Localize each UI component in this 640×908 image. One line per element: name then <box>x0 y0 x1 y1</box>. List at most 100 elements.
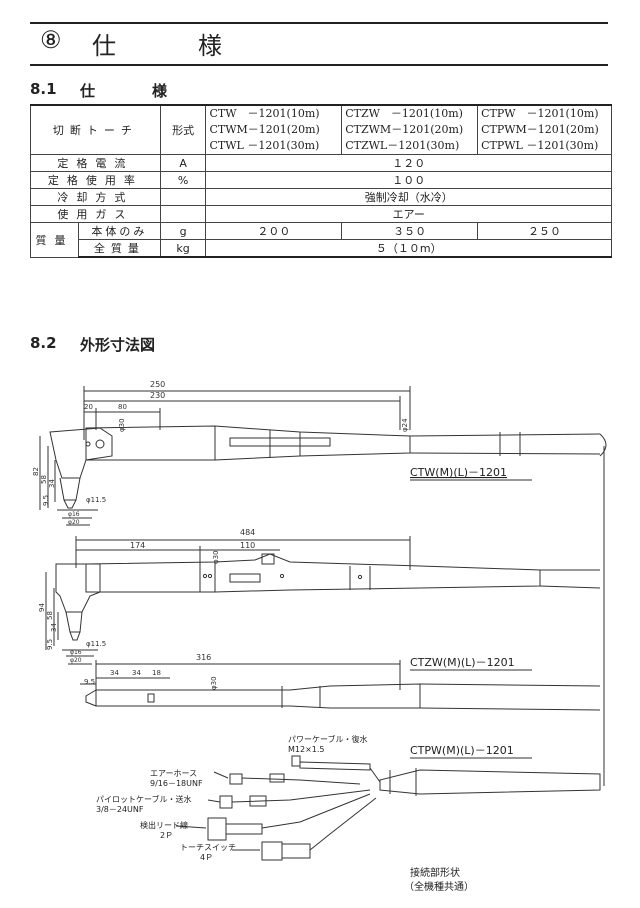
table-row: 定格電流 A １２０ <box>30 154 612 172</box>
chapter-title-char-2: 様 <box>198 32 222 60</box>
ctw-dim-250: 250 <box>150 380 165 389</box>
model-name: CTZWM－1201(20m) <box>345 123 464 136</box>
ctpw-torch <box>80 660 601 711</box>
table-row: 使用ガス エアー <box>30 205 612 223</box>
table-row-models: 切断トーチ 形式 CTW －1201(10m) CTWM－1201(20m) C… <box>30 104 612 155</box>
ctw-dim-phi20: φ20 <box>68 519 80 526</box>
table-row: 冷却方式 強制冷却（水冷） <box>30 188 612 206</box>
ctw-dim-phi30: φ30 <box>118 418 126 432</box>
ctpw-dim-316: 316 <box>196 653 211 662</box>
row-unit <box>159 205 207 223</box>
table-row: 質量 本体のみ g ２００ ３５０ ２５０ <box>30 222 612 258</box>
ctw-dim-9-5: 9.5 <box>42 495 50 506</box>
mass-total-unit: kg <box>159 239 207 258</box>
ctpw-dim-phi30: φ30 <box>210 676 218 690</box>
dimension-drawing: 250 230 20 80 φ30 φ24 82 58 34 9.5 φ11.5… <box>32 380 607 893</box>
section-number: 8.1 <box>30 80 57 98</box>
mass-total-label: 全質量 <box>77 239 161 258</box>
chapter-heading: ⑧ 仕 様 <box>30 22 608 66</box>
row-value: エアー <box>205 205 612 223</box>
mass-body-value: ２５０ <box>477 222 612 240</box>
label-pilot-cable-thread: 3/8－24UNF <box>96 805 144 814</box>
ctw-dim-58: 58 <box>40 475 48 484</box>
label-detect-lead-pins: 2Ｐ <box>160 831 173 840</box>
ctzw-dim-phi11-5: φ11.5 <box>86 640 106 648</box>
ctzw-dim-174: 174 <box>130 541 145 550</box>
row-value: 強制冷却（水冷） <box>205 188 612 206</box>
model-name: CTZWL－1201(30m) <box>345 139 460 152</box>
model-name: CTWM－1201(20m) <box>209 123 320 136</box>
ctw-dim-82: 82 <box>32 467 40 476</box>
row-label: 定格電流 <box>30 154 161 172</box>
ctw-model-label: CTW(M)(L)－1201 <box>410 466 507 479</box>
ctw-dim-34: 34 <box>48 479 56 488</box>
model-name: CTPWM－1201(20m) <box>481 123 599 136</box>
ctw-dim-80: 80 <box>118 403 127 411</box>
model-name: CTPWL －1201(30m) <box>481 139 599 152</box>
ctpw-model-label: CTPW(M)(L)－1201 <box>410 744 514 757</box>
section-title-char-1: 仕 <box>80 82 96 100</box>
model-cell-ctpw: CTPW －1201(10m) CTPWM－1201(20m) CTPWL －1… <box>477 104 612 155</box>
section-title: 外形寸法図 <box>80 336 156 354</box>
ctzw-dim-484: 484 <box>240 528 255 537</box>
mass-body-value: ２００ <box>205 222 343 240</box>
ctzw-dim-phi30: φ30 <box>212 550 220 564</box>
mass-total-value: ５（１０m） <box>205 239 612 258</box>
label-torch-switch: トーチスイッチ <box>180 843 236 852</box>
ctw-dim-phi24: φ24 <box>401 418 409 432</box>
model-name: CTPW －1201(10m) <box>481 107 599 120</box>
ctw-dim-20: 20 <box>84 403 93 411</box>
spec-table: 切断トーチ 形式 CTW －1201(10m) CTWM－1201(20m) C… <box>30 104 612 258</box>
label-air-hose-thread: 9/16－18UNF <box>150 779 203 788</box>
ctw-dim-phi16: φ16 <box>68 511 80 518</box>
row-unit: % <box>159 171 207 189</box>
row-label: 冷却方式 <box>30 188 161 206</box>
section-number: 8.2 <box>30 334 57 352</box>
row-label: 定格使用率 <box>30 171 161 189</box>
ctzw-dim-phi16: φ16 <box>70 649 82 656</box>
table-row: 全質量 kg ５（１０m） <box>31 239 612 258</box>
connection-caption: 接続部形状 <box>410 866 460 879</box>
ctzw-dim-110: 110 <box>240 541 255 550</box>
label-pilot-cable: パイロットケーブル・送水 <box>96 794 192 804</box>
connection-caption-note: （全機種共通） <box>404 880 474 893</box>
row-label: 使用ガス <box>30 205 161 223</box>
mass-label: 質量 <box>30 222 79 258</box>
model-name: CTW －1201(10m) <box>209 107 320 120</box>
mass-body-value: ３５０ <box>341 222 479 240</box>
chapter-number: ⑧ <box>40 26 62 54</box>
ctpw-dim-34a: 34 <box>110 669 119 677</box>
ctzw-dim-94: 94 <box>38 603 46 612</box>
ctzw-dim-34: 34 <box>50 623 58 632</box>
label-detect-lead: 検出リード線 <box>140 820 188 830</box>
ctw-dim-230: 230 <box>150 391 165 400</box>
model-cell-ctzw: CTZW －1201(10m) CTZWM－1201(20m) CTZWL－12… <box>341 104 479 155</box>
mass-body-unit: g <box>159 222 207 240</box>
ctzw-dim-58: 58 <box>46 611 54 620</box>
ctzw-dim-phi20: φ20 <box>70 657 82 664</box>
type-label: 形式 <box>159 104 207 155</box>
label-torch-switch-pins: 4Ｐ <box>200 853 213 862</box>
chapter-title-char-1: 仕 <box>92 32 116 60</box>
torch-label: 切断トーチ <box>30 104 161 155</box>
ctpw-dim-18: 18 <box>152 669 161 677</box>
row-value: １２０ <box>205 154 612 172</box>
section-title-char-2: 様 <box>152 82 168 100</box>
model-cell-ctw: CTW －1201(10m) CTWM－1201(20m) CTWL －1201… <box>205 104 343 155</box>
label-power-cable: パワーケーブル・復水 <box>288 734 368 744</box>
row-unit <box>159 188 207 206</box>
connection-assembly <box>175 755 601 861</box>
row-unit: A <box>159 154 207 172</box>
ctzw-torch <box>45 536 601 665</box>
row-value: １００ <box>205 171 612 189</box>
model-name: CTWL －1201(30m) <box>209 139 320 152</box>
label-power-cable-thread: M12×1.5 <box>288 745 325 754</box>
ctw-torch <box>39 386 607 526</box>
mass-body-label: 本体のみ <box>77 222 161 240</box>
ctpw-dim-9-5: 9.5 <box>84 678 95 686</box>
model-name: CTZW －1201(10m) <box>345 107 463 120</box>
ctw-dim-phi11-5: φ11.5 <box>86 496 106 504</box>
label-air-hose: エアーホース <box>150 769 197 778</box>
ctzw-model-label: CTZW(M)(L)－1201 <box>410 656 515 669</box>
ctpw-dim-34b: 34 <box>132 669 141 677</box>
